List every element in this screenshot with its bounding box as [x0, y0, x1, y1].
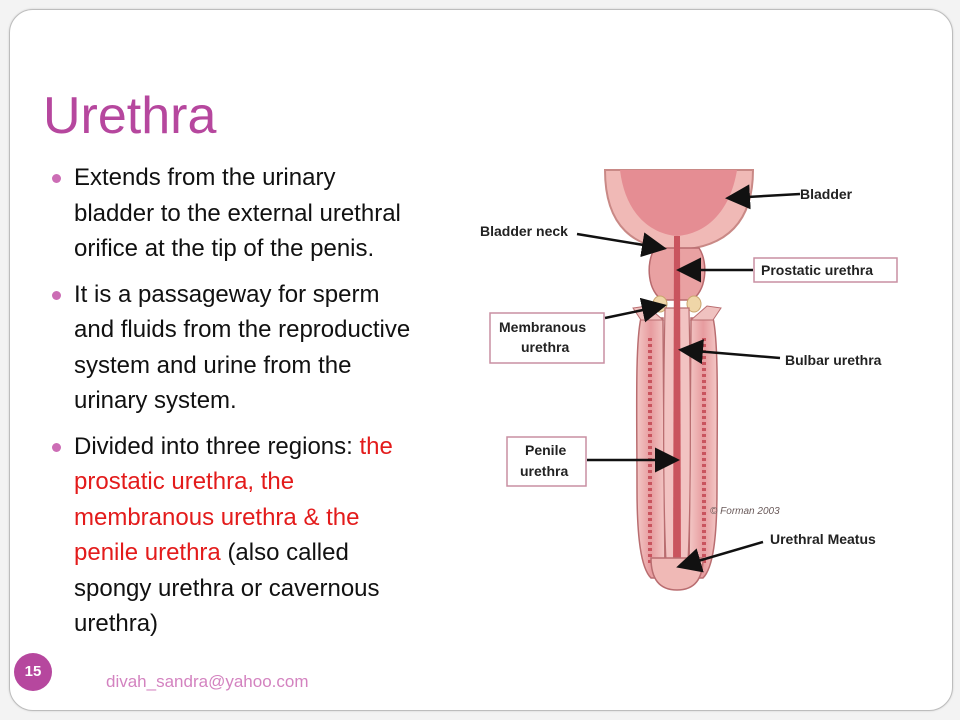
artist-signature: © Forman 2003 — [710, 506, 780, 517]
membranous-label-box — [489, 312, 605, 364]
label-bulbar-urethra: Bulbar urethra — [785, 352, 882, 368]
urethra-illustration: Bladder Bladder neck Prostatic urethra M… — [480, 169, 898, 591]
urethra-diagram: Bladder Bladder neck Prostatic urethra M… — [465, 158, 915, 598]
urethra-channel — [673, 236, 681, 578]
label-penile-1: Penile — [525, 442, 566, 458]
page-number-badge: 15 — [14, 653, 52, 691]
footer-email: divah_sandra@yahoo.com — [106, 672, 309, 691]
slide-title: Urethra — [43, 87, 217, 145]
bullet-item: It is a passageway for sperm and fluids … — [50, 277, 420, 419]
label-prostatic-urethra: Prostatic urethra — [761, 262, 873, 278]
slide: Urethra Extends from the urinary bladder… — [9, 9, 953, 711]
label-bladder: Bladder — [800, 186, 853, 202]
bullet-dot-icon — [52, 442, 61, 452]
bullet-dot-icon — [52, 290, 61, 300]
bullet-text: Extends from the urinary bladder to the … — [74, 164, 401, 262]
bullet-list: Extends from the urinary bladder to the … — [50, 160, 420, 652]
bullet-item: Extends from the urinary bladder to the … — [50, 160, 420, 267]
label-membranous-2: urethra — [521, 339, 569, 355]
label-membranous-1: Membranous — [499, 319, 586, 335]
bullet-tail: (also called spongy urethra or cavernous… — [74, 539, 380, 637]
bullet-dot-icon — [52, 174, 61, 183]
penile-label-box — [506, 436, 587, 487]
label-penile-2: urethra — [520, 463, 568, 479]
bullet-lead: Divided into three regions: — [74, 432, 353, 460]
prostatic-label-box — [753, 257, 898, 283]
bullet-item: Divided into three regions: the prostati… — [50, 429, 420, 642]
label-bladder-neck: Bladder neck — [480, 223, 568, 239]
bullet-text: It is a passageway for sperm and fluids … — [74, 280, 411, 415]
bullet-highlight: the prostatic urethra, the membranous ur… — [74, 432, 393, 567]
label-urethral-meatus: Urethral Meatus — [770, 531, 876, 547]
